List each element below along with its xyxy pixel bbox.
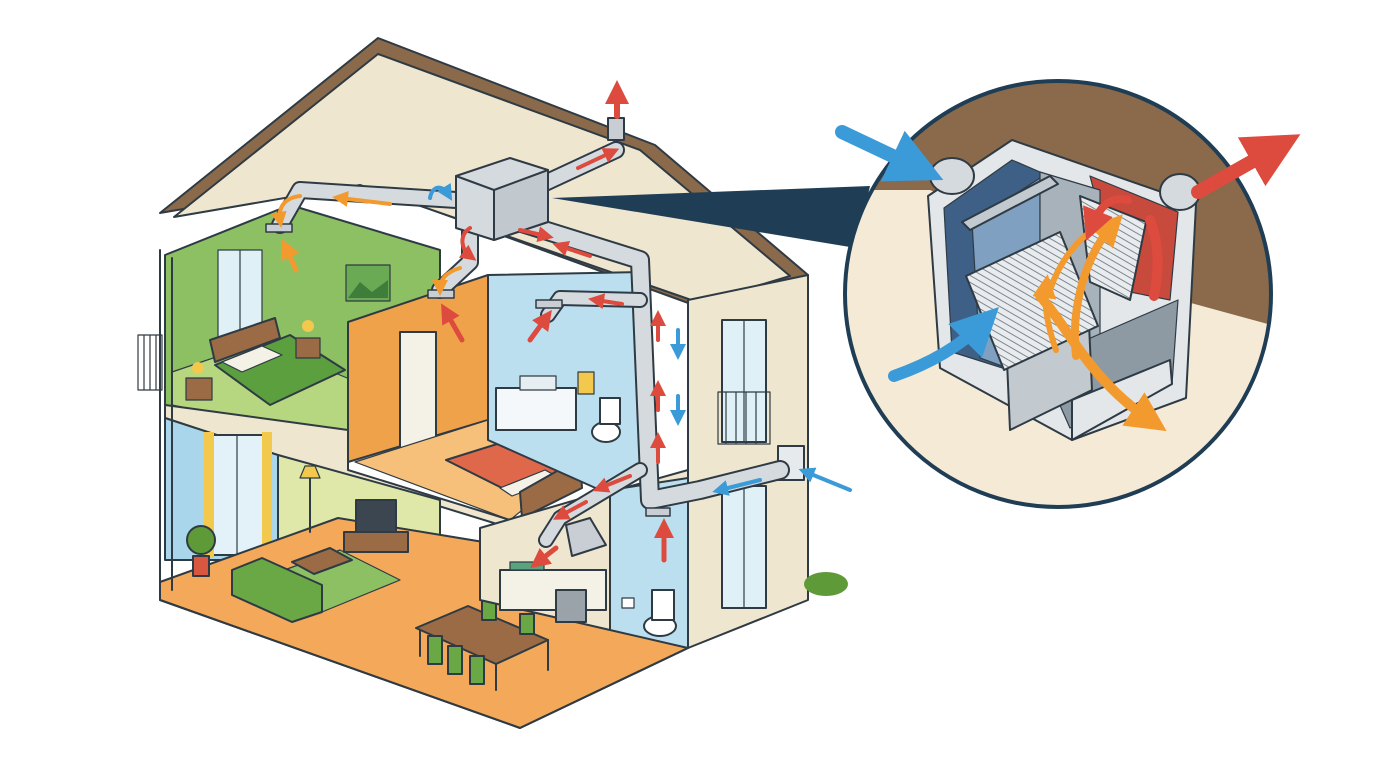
toilet-paper [621, 597, 635, 609]
kitchen-counter [499, 569, 607, 611]
callout-warm-airflow-arrow [1035, 291, 1167, 432]
callout-exhaust-out-arrow [1191, 134, 1301, 199]
heat-exchanger-callout [835, 79, 1301, 509]
towel-rail [577, 371, 595, 395]
hrv-unit [455, 157, 549, 241]
ceiling-vent [265, 223, 293, 233]
exhaust-air-arrow-icon [576, 148, 620, 170]
dining-chair [427, 635, 443, 665]
oven [555, 589, 587, 623]
callout-fresh-in-arrow [835, 125, 944, 182]
lamp-icon [192, 362, 204, 374]
headboard [209, 317, 281, 363]
duct-port-left [929, 157, 975, 195]
plant [186, 525, 216, 555]
curtain [204, 432, 214, 558]
door [399, 331, 437, 449]
bush [804, 572, 848, 596]
coffee-table [291, 547, 353, 575]
fresh-air-arrow-icon [798, 467, 852, 492]
sofa [231, 557, 323, 623]
nightstand [185, 377, 213, 401]
callout-pointer [552, 186, 870, 248]
roof-exhaust-vent [607, 117, 625, 141]
bath-vanity [495, 387, 577, 431]
range-hood [565, 517, 607, 557]
floor-lamp [299, 465, 321, 479]
airflow-arrows [270, 80, 852, 569]
warm-air-arrow-icon [332, 191, 392, 207]
house [137, 37, 848, 729]
tv [355, 499, 397, 535]
callout-fresh-supply-arrow [888, 307, 999, 382]
